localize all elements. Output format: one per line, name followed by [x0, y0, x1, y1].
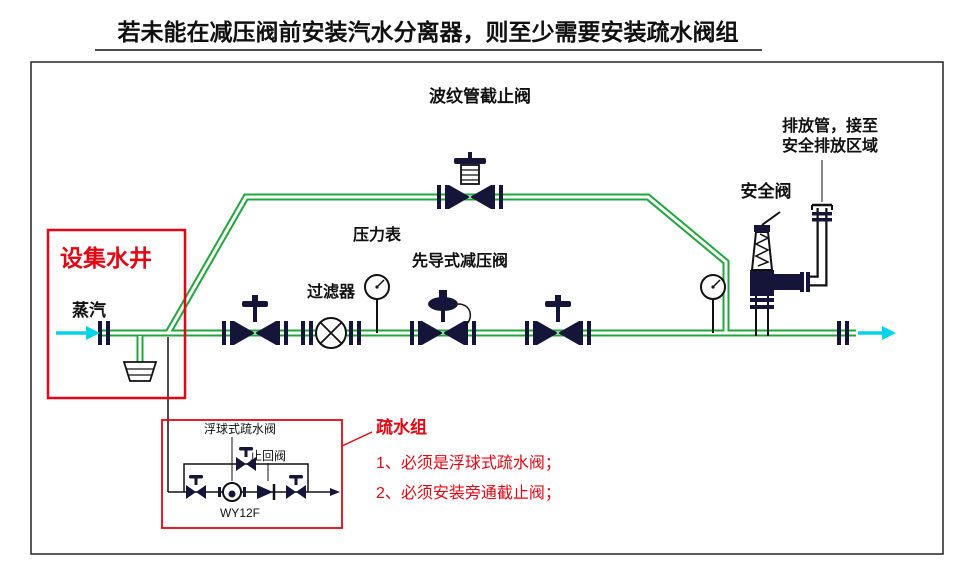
steam-label: 蒸汽 [72, 300, 106, 320]
discharge-stack [810, 160, 833, 287]
drain-outlet-arrow [330, 488, 340, 496]
collection-well-label: 设集水井 [60, 245, 152, 271]
note-2: 2、必须安装旁通截止阀； [376, 484, 561, 502]
discharge-label-line1: 排放管，接至 [782, 116, 878, 135]
collection-well [122, 361, 158, 382]
check-valve-label: 止回阀 [250, 449, 286, 463]
note-1: 1、必须是浮球式疏水阀； [376, 454, 561, 472]
discharge-label-line2: 安全排放区域 [782, 136, 878, 155]
safety-valve-label: 安全阀 [741, 181, 792, 201]
trap-model-label: WY12F [220, 506, 260, 520]
collection-well-box [46, 228, 187, 400]
page-title: 若未能在减压阀前安装汽水分离器，则至少需要安装疏水阀组 [118, 19, 739, 45]
inlet-arrow [56, 326, 100, 340]
pressure-gauge-label: 压力表 [353, 225, 402, 244]
pilot-prv-label: 先导式减压阀 [412, 251, 508, 270]
drain-group-label: 疏水组 [376, 417, 427, 437]
strainer-label: 过滤器 [307, 282, 356, 301]
outlet-arrow [858, 326, 896, 340]
drain-group-box [161, 419, 343, 529]
drain-group-leader [341, 431, 373, 447]
safety-valve [750, 211, 810, 336]
bellows-stop-valve-label: 波纹管截止阀 [429, 86, 531, 106]
float-trap-label: 浮球式疏水阀 [204, 421, 276, 436]
strainer [301, 318, 361, 348]
